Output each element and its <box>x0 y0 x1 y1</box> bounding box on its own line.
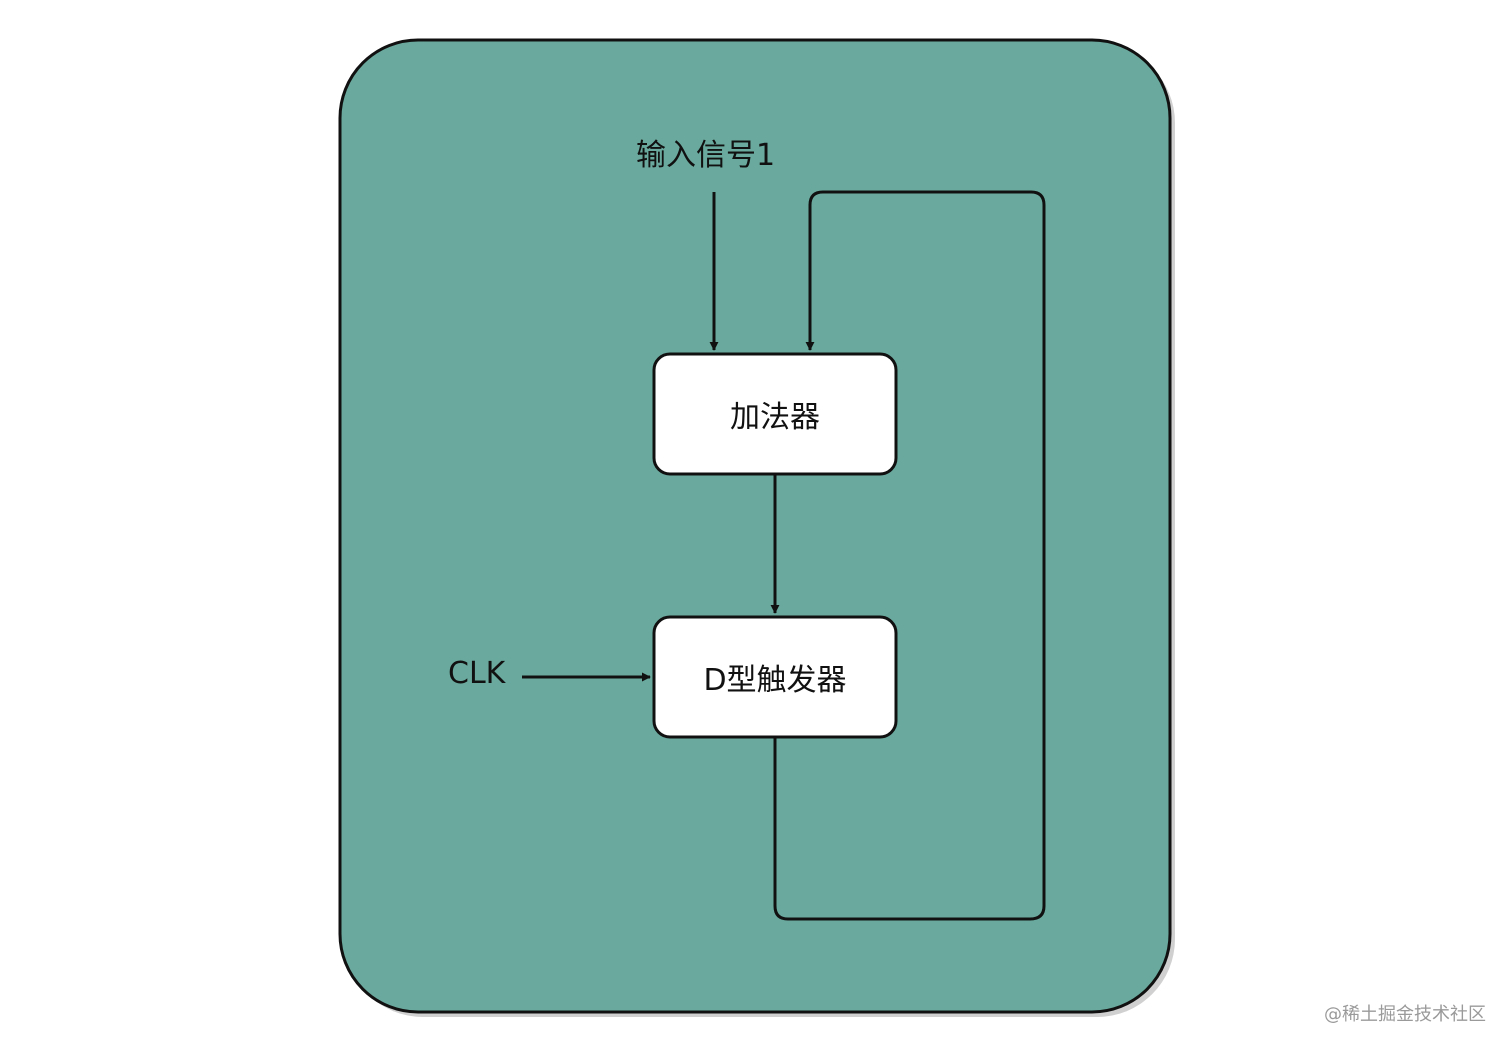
adder-node <box>652 352 898 476</box>
watermark-text: @稀土掘金技术社区 <box>1324 1004 1486 1025</box>
adder-node-label: 加法器 <box>730 400 820 435</box>
system-container <box>338 38 1172 1014</box>
dff-node-label: D型触发器 <box>703 663 847 698</box>
input-signal-label: 输入信号1 <box>636 138 776 173</box>
edge-feedback-loop <box>773 190 1046 921</box>
dff-node <box>652 615 898 739</box>
clk-label: CLK <box>448 656 506 691</box>
